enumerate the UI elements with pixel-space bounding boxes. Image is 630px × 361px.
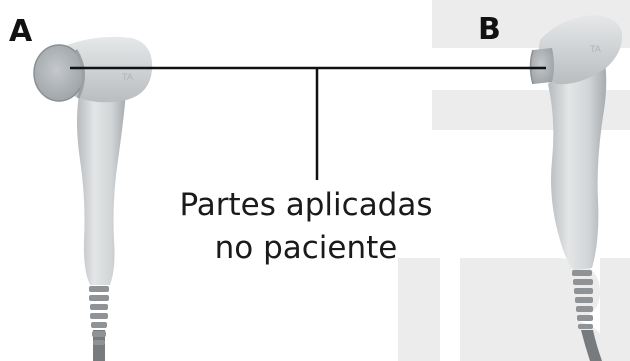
label-b: B — [478, 12, 501, 47]
callout-text-line1: Partes aplicadas — [179, 187, 433, 223]
ultrasound-transducer-b-icon: TA — [529, 15, 623, 361]
ultrasound-transducer-a-icon: TA — [33, 36, 153, 361]
svg-text:TA: TA — [121, 73, 134, 83]
svg-text:TA: TA — [589, 45, 602, 55]
callout-leader-lines — [70, 66, 546, 180]
callout-text-line2: no paciente — [214, 230, 398, 266]
label-a: A — [9, 14, 33, 49]
